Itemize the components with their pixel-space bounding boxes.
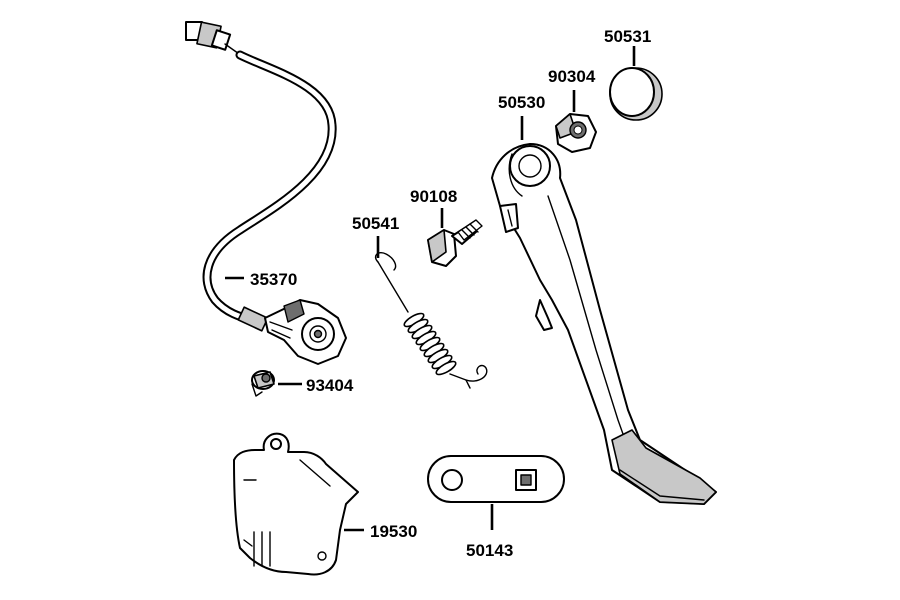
label-50531: 50531: [604, 27, 651, 46]
plate-icon: [427, 455, 565, 503]
spring-50541: 50541: [352, 214, 488, 389]
bolt-icon: [427, 219, 483, 267]
cover-icon: [233, 432, 359, 576]
label-35370: 35370: [250, 270, 297, 289]
cap-50531: 50531: [604, 27, 663, 121]
label-90304: 90304: [548, 67, 596, 86]
wire-harness-35370: 35370: [185, 21, 347, 365]
label-19530: 19530: [370, 522, 417, 541]
label-50143: 50143: [466, 541, 513, 560]
label-50530: 50530: [498, 93, 545, 112]
pivot-bolt-90108: 90108: [410, 187, 483, 267]
cap-icon: [609, 67, 663, 121]
nut-icon: [555, 113, 597, 153]
stand-switch-icon: [264, 299, 347, 365]
side-stand-50530: 50530: [491, 93, 717, 505]
stand-plate-50143: 50143: [427, 455, 565, 560]
screw-93404: 93404: [251, 370, 354, 397]
cover-plate-19530: 19530: [233, 432, 417, 576]
screw-icon: [251, 370, 275, 397]
wire-connector-icon: [185, 21, 243, 57]
label-50541: 50541: [352, 214, 399, 233]
nut-90304: 90304: [548, 67, 597, 153]
spring-icon: [374, 252, 488, 389]
label-93404: 93404: [306, 376, 354, 395]
label-90108: 90108: [410, 187, 457, 206]
side-stand-icon: [491, 143, 717, 505]
